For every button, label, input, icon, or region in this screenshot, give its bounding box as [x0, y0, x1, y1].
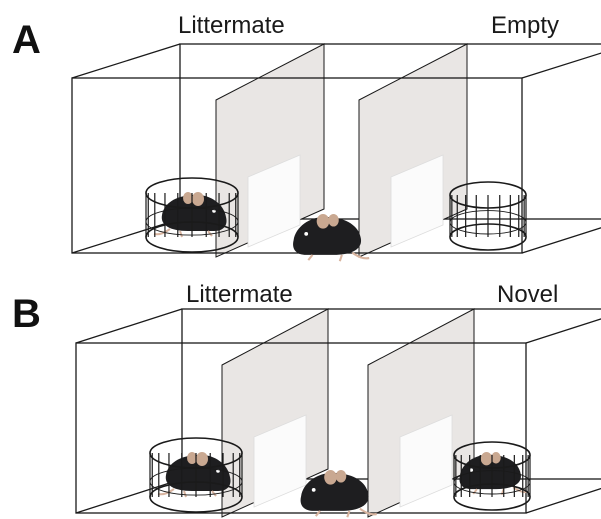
divider-2 [358, 43, 468, 258]
test-mouse [292, 212, 371, 263]
divider-2 [367, 308, 475, 518]
panel-a-letter: A [12, 18, 41, 62]
panel-b-apparatus [75, 308, 601, 519]
left-wire-cup [149, 437, 243, 513]
panel-a-left-label: Littermate [178, 12, 285, 39]
empty-wire-cup [449, 181, 527, 251]
panel-b-right-label: Novel [497, 281, 559, 308]
panel-b-left-label: Littermate [186, 281, 293, 308]
test-mouse [299, 468, 378, 519]
panel-a-apparatus [71, 43, 601, 263]
panel-a-right-label: Empty [491, 12, 560, 39]
divider-1 [215, 43, 325, 258]
left-wire-cup [145, 177, 239, 253]
right-wire-cup [453, 441, 531, 511]
panel-b-letter: B [12, 292, 41, 336]
divider-1 [221, 308, 329, 518]
